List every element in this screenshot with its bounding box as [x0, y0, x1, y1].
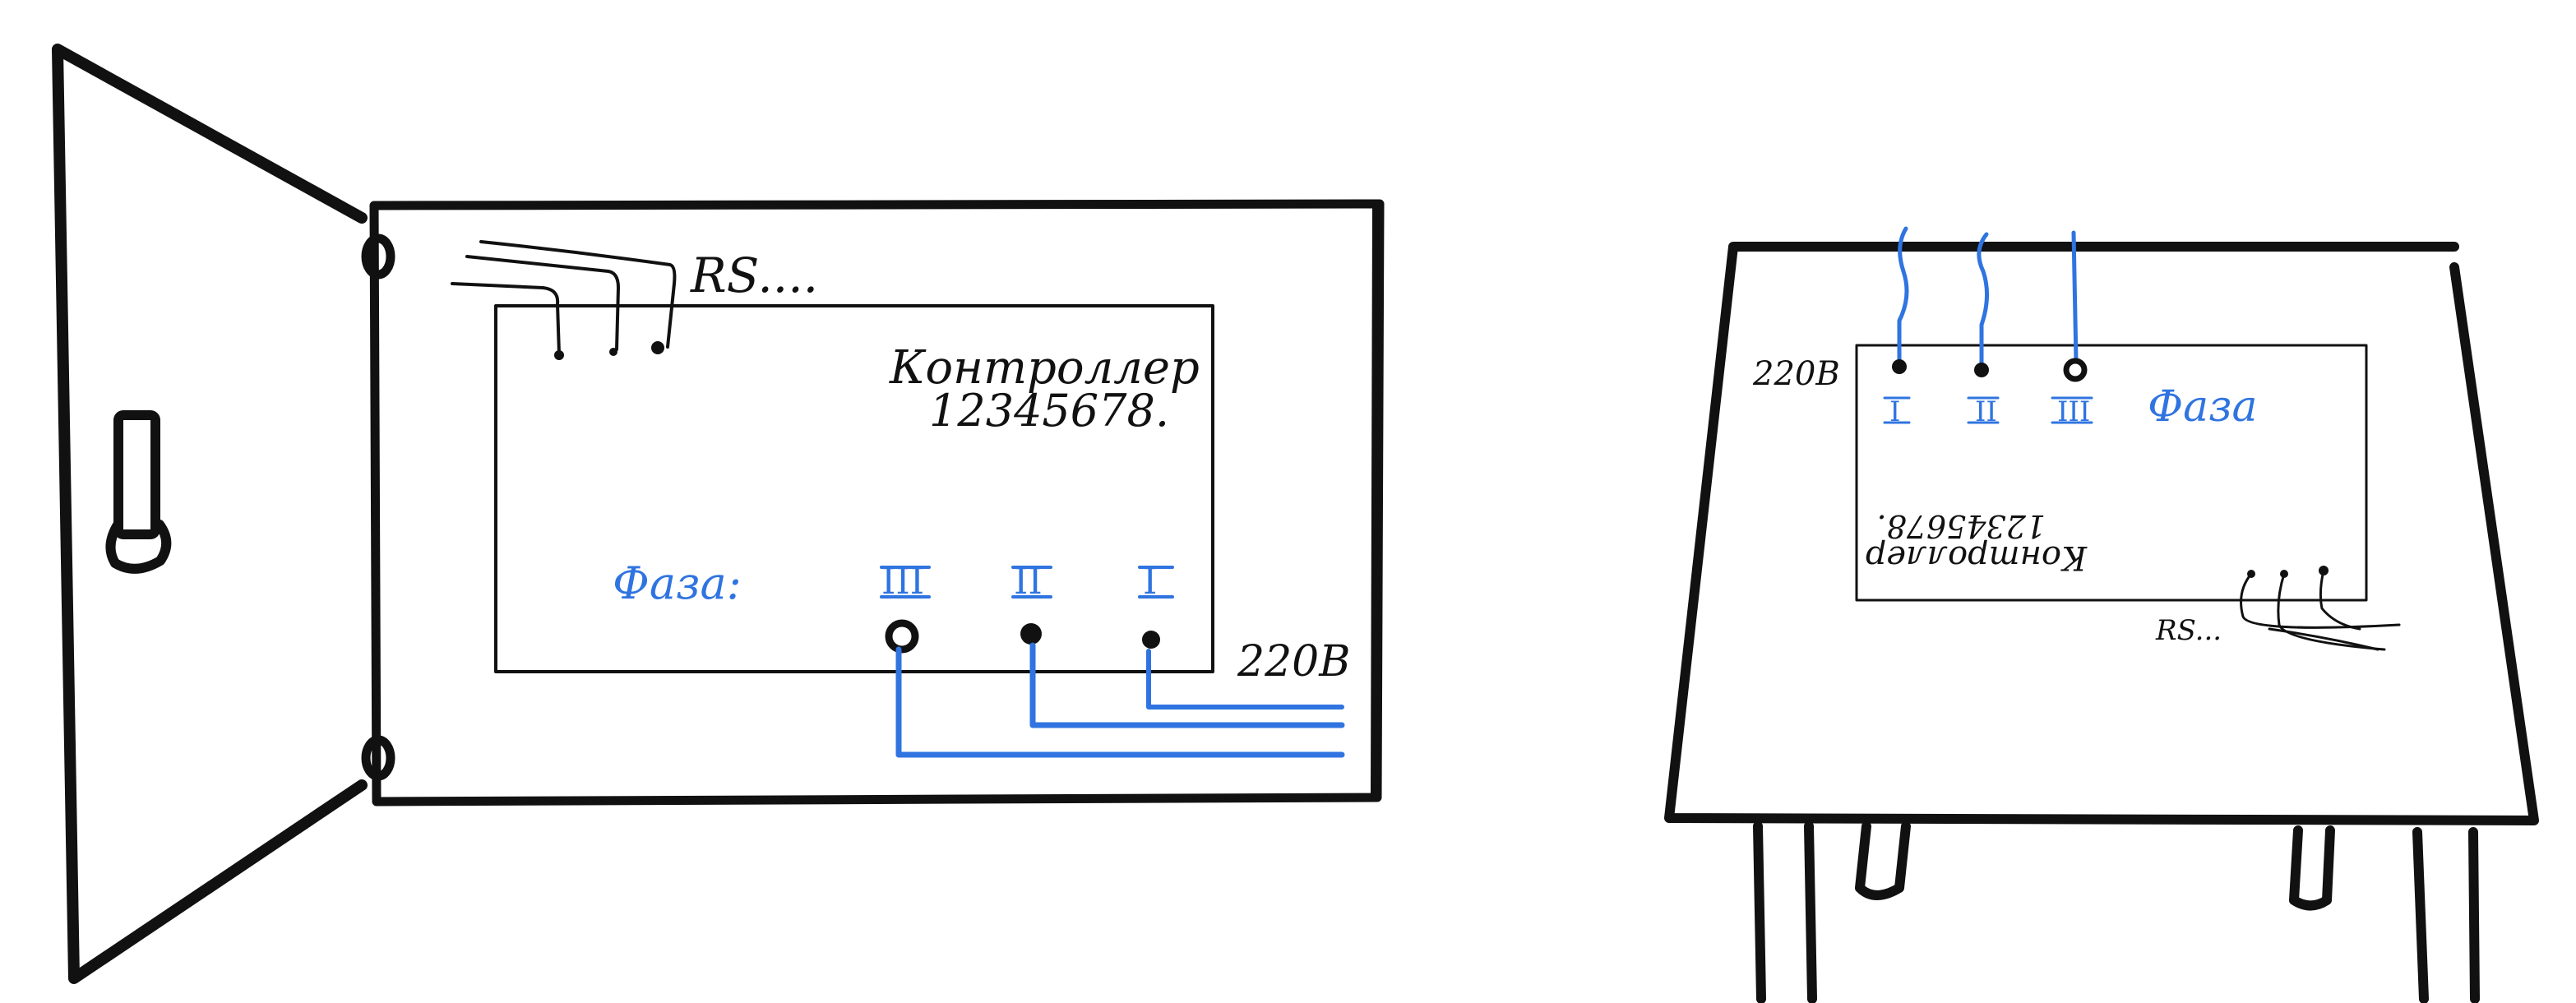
front-view: RS.... Контроллер 12345678. Фаза: III II… [52, 44, 1385, 984]
controller-panel [494, 304, 1214, 673]
rear-body [1664, 242, 2539, 825]
voltage-label: 220В [1237, 637, 1350, 686]
rear-rs-label: RS... [2155, 614, 2222, 647]
door-handle [105, 410, 172, 574]
cabinet-door [52, 44, 368, 984]
rear-phase-label: Фаза [2148, 382, 2258, 432]
rear-phase-wires [1897, 226, 2079, 368]
rs-label: RS.... [690, 247, 818, 303]
controller-number: 12345678. [929, 385, 1169, 437]
rear-controller-number: 12345678. [1877, 508, 2046, 544]
controller-label: Контроллер [889, 341, 1200, 395]
legs [1753, 821, 2480, 1003]
rear-phase-mark-1: I [1889, 395, 1900, 428]
terminals [885, 619, 1160, 654]
rear-voltage-label: 220В [1752, 355, 1840, 393]
phase-label: Фаза: [613, 557, 742, 609]
rear-panel [1855, 344, 2368, 602]
rear-terminals [1892, 358, 2088, 382]
cabinet-body [369, 199, 1385, 807]
rear-rs-wires [2240, 566, 2401, 651]
phase-mark-1: I [1143, 561, 1157, 603]
rs-wires [451, 240, 677, 360]
phase-wires [895, 642, 1345, 758]
rear-view: 220В I II III Фаза Контроллер 12345678. … [1664, 226, 2539, 1003]
rear-controller-label: Контроллер [1866, 538, 2088, 576]
